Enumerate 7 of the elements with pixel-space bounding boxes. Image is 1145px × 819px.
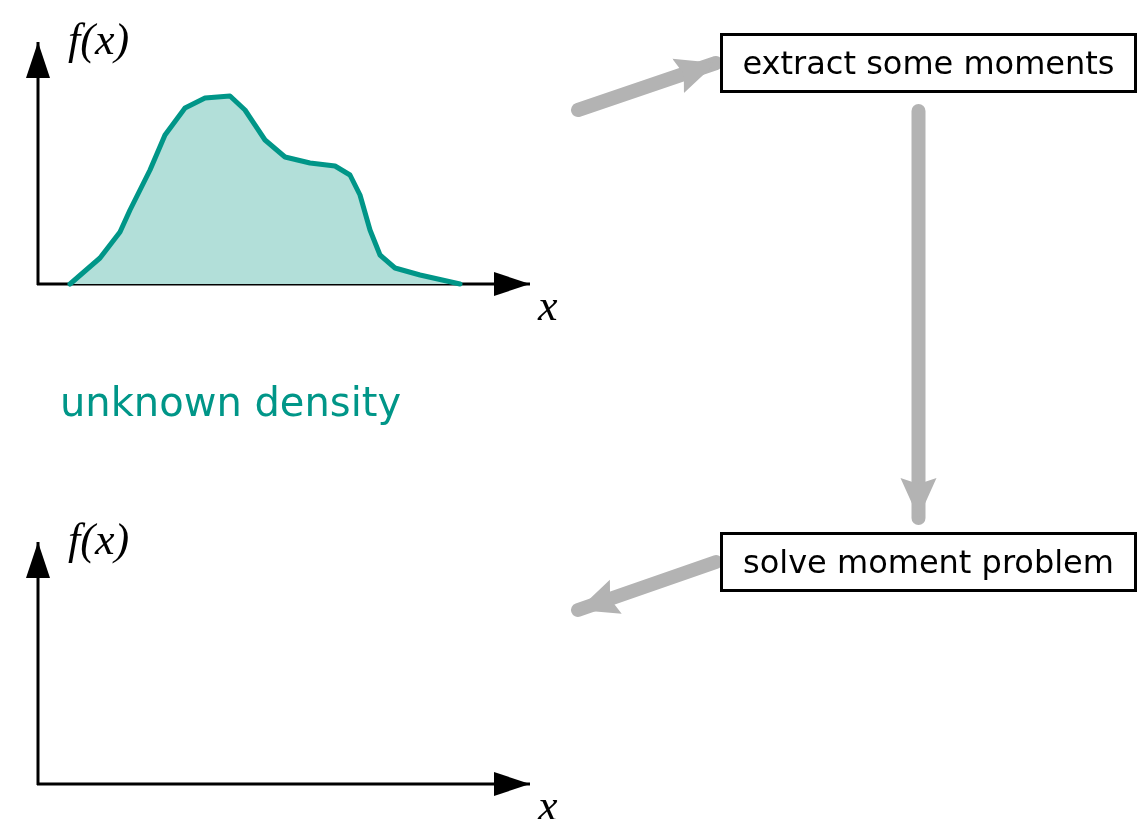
- process-box: extract some moments: [720, 33, 1137, 93]
- process-box: solve moment problem: [720, 532, 1137, 592]
- axis-label: f(x): [68, 18, 130, 62]
- axis-label: f(x): [68, 518, 130, 562]
- plot-caption: unknown density: [60, 380, 402, 424]
- axis-label: x: [538, 284, 558, 328]
- arrow: [900, 104, 937, 525]
